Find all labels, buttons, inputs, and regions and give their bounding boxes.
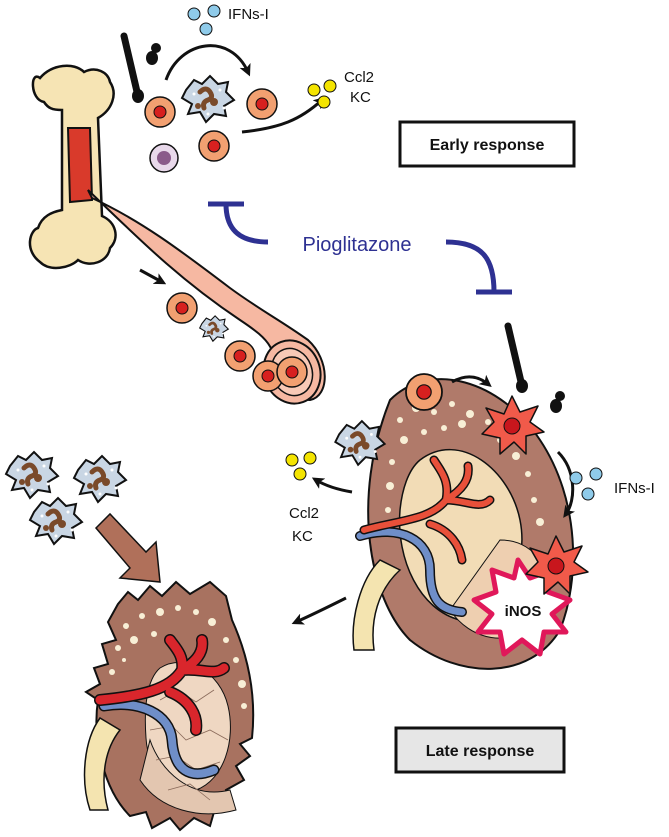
early-response-label: Early response [430, 137, 545, 154]
vessel-macrophage [198, 314, 230, 343]
microbe-icon [550, 391, 565, 413]
pioglitazone-label: Pioglitazone [303, 234, 412, 256]
inhibition-lines [208, 201, 512, 295]
kidney-late [83, 580, 255, 832]
macrophage [30, 498, 82, 544]
ifns-label-right: IFNs-I [614, 480, 655, 497]
kc-label-mid: KC [292, 528, 313, 545]
blood-vessel [87, 189, 326, 405]
microbe-icon [124, 36, 144, 103]
monocyte [198, 130, 230, 162]
kidney-early [352, 378, 575, 670]
macrophage [74, 456, 126, 502]
monocyte [144, 96, 176, 128]
vessel-monocyte [224, 340, 256, 372]
monocyte [405, 373, 443, 411]
early-response-box: Early response [398, 120, 576, 168]
ccl2-label-mid: Ccl2 [289, 505, 319, 522]
arrow-down-icon [94, 512, 161, 583]
chemokine-dots-mid [285, 451, 317, 481]
artery [359, 455, 495, 565]
vessel-monocyte [166, 292, 198, 324]
late-response-box: Late response [394, 726, 566, 774]
artery-late [94, 634, 230, 736]
microbe-icon [508, 326, 528, 393]
microbe-icon [146, 43, 161, 65]
bone [28, 64, 117, 270]
macrophage [6, 452, 58, 498]
inos-label: iNOS [505, 603, 542, 620]
vessel-monocyte [276, 356, 308, 388]
kc-label-top: KC [350, 89, 371, 106]
monocyte [246, 88, 278, 120]
cortex-dots-late [109, 605, 247, 709]
ifns-label-top: IFNs-I [228, 6, 269, 23]
late-response-label: Late response [426, 743, 535, 760]
bone-marrow [66, 127, 94, 204]
macrophage [182, 76, 234, 122]
ccl2-label-top: Ccl2 [344, 69, 374, 86]
ifn-dots-right [569, 467, 603, 501]
macrophage [335, 421, 384, 465]
early-cells [124, 4, 337, 173]
